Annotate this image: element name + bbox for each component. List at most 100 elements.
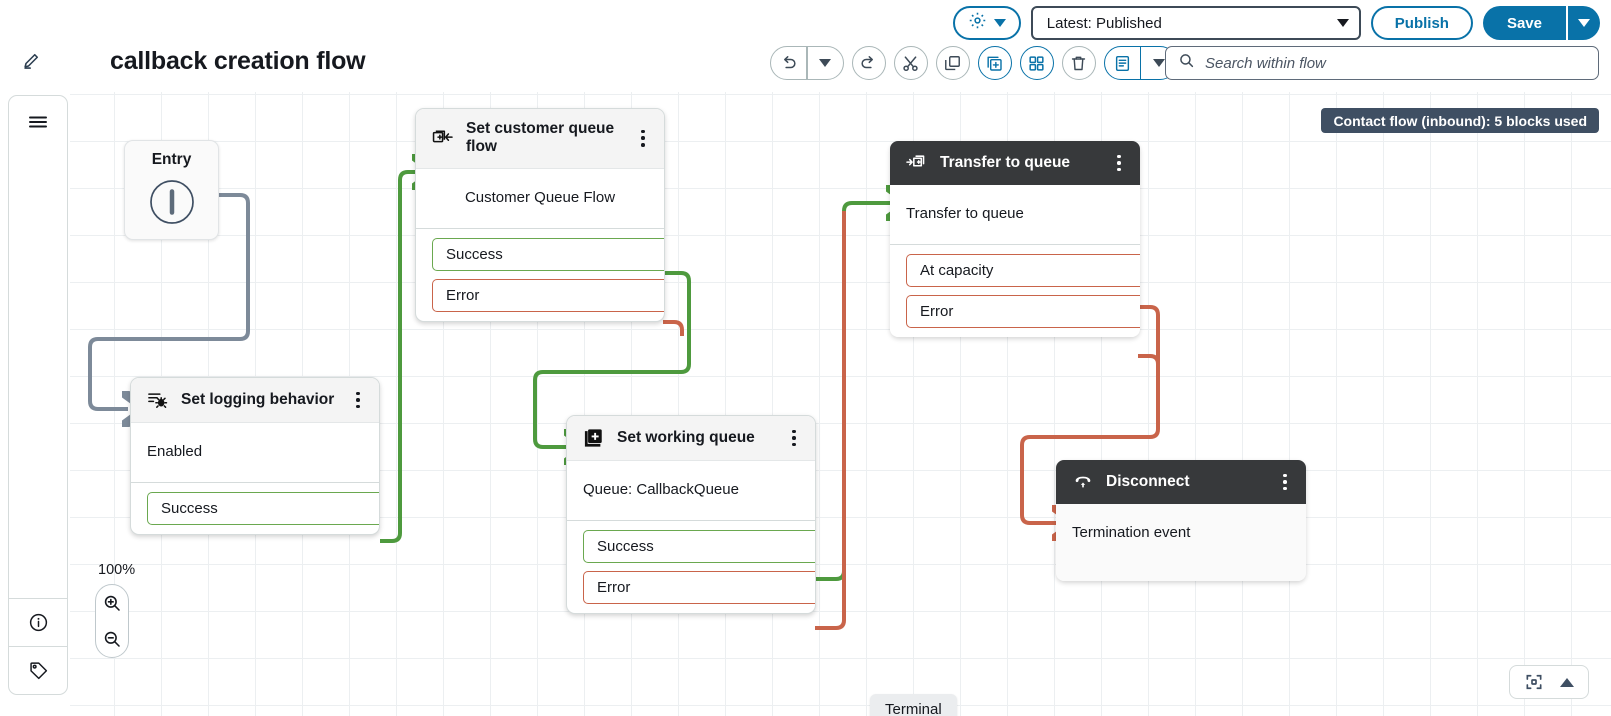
node-header[interactable]: Transfer to queue	[890, 141, 1140, 185]
node-header[interactable]: Set customer queue flow	[416, 109, 664, 169]
node-header[interactable]: Set working queue	[567, 416, 815, 461]
edge-entry-to-logging	[88, 193, 250, 409]
port-error[interactable]: Error	[432, 278, 664, 312]
set-working-queue-icon	[583, 427, 605, 449]
node-body: Queue: CallbackQueue	[583, 481, 739, 498]
logging-bug-icon	[147, 389, 169, 411]
grid-button[interactable]	[1019, 46, 1054, 80]
set-queue-flow-icon	[432, 127, 454, 149]
node-entry[interactable]: Entry	[124, 140, 219, 240]
node-body: Customer Queue Flow	[464, 188, 616, 206]
node-transfer-to-queue[interactable]: Transfer to queue Transfer to queue At c…	[890, 141, 1140, 337]
paste-button[interactable]	[977, 46, 1012, 80]
node-ports: At capacity Error	[890, 244, 1140, 337]
redo-button[interactable]	[851, 46, 886, 80]
zoom-out-button[interactable]	[95, 621, 129, 657]
edge-customer-queue-flow-error	[663, 320, 684, 336]
node-body: Transfer to queue	[890, 185, 1140, 244]
node-title: Disconnect	[1106, 472, 1190, 490]
node-menu-button[interactable]	[785, 429, 803, 447]
node-ports: Success Error	[416, 227, 664, 321]
flow-canvas[interactable]: Entry Set customer queue flow Customer Q…	[70, 92, 1611, 716]
flow-name-input[interactable]	[44, 44, 110, 78]
hamburger-menu-button[interactable]	[9, 96, 67, 148]
node-header[interactable]: Set logging behavior	[131, 378, 379, 423]
notes-button[interactable]	[1105, 47, 1140, 79]
port-success[interactable]: Success	[583, 530, 815, 563]
version-select[interactable]: Latest: Published	[1030, 6, 1361, 40]
notes-dropdown-button[interactable]	[1141, 47, 1176, 79]
node-title: Set working queue	[617, 428, 755, 446]
canvas-view-controls	[1509, 665, 1589, 699]
save-button[interactable]: Save	[1482, 6, 1566, 40]
port-error[interactable]: Error	[906, 295, 1140, 328]
node-ports: Success	[131, 482, 379, 534]
zoom-control: 100%	[95, 562, 135, 658]
left-rail	[8, 95, 68, 695]
flow-title-area: callback creation flow	[18, 44, 366, 78]
chevron-down-icon	[1578, 19, 1590, 27]
edge-layer	[88, 92, 1160, 630]
terminal-chip[interactable]: Terminal	[870, 694, 957, 716]
search-placeholder: Search within flow	[1205, 54, 1326, 72]
node-body: Termination event	[1056, 504, 1306, 581]
node-set-customer-queue-flow[interactable]: Set customer queue flow Customer Queue F…	[415, 108, 665, 322]
node-menu-button[interactable]	[349, 391, 367, 409]
status-badge: Contact flow (inbound): 5 blocks used	[1321, 108, 1599, 133]
port-success[interactable]: Success	[432, 237, 664, 271]
notes-button-group[interactable]	[1103, 46, 1178, 80]
port-at-capacity[interactable]: At capacity	[906, 254, 1140, 287]
info-button[interactable]	[9, 598, 67, 646]
node-menu-button[interactable]	[1110, 154, 1128, 172]
undo-dropdown-button[interactable]	[808, 47, 843, 79]
top-bar: Latest: Published Publish Save	[0, 0, 1611, 46]
node-title: Set logging behavior	[181, 390, 335, 408]
settings-button[interactable]	[952, 6, 1021, 40]
chevron-down-icon	[993, 19, 1006, 27]
delete-button[interactable]	[1061, 46, 1096, 80]
version-select-value: Latest: Published	[1046, 14, 1162, 32]
divider	[806, 47, 808, 79]
port-success[interactable]: Success	[147, 492, 379, 525]
node-header[interactable]: Disconnect	[1056, 460, 1306, 504]
node-entry-label: Entry	[151, 151, 192, 168]
edge-logging-success-to-customer-queue-flow	[380, 172, 418, 543]
node-set-logging-behavior[interactable]: Set logging behavior Enabled Success	[130, 377, 380, 535]
triangle-up-icon	[1560, 677, 1574, 687]
node-title: Set customer queue flow	[466, 120, 615, 156]
edge-customer-queue-flow-success-to-working-queue	[533, 271, 691, 447]
undo-button[interactable]	[771, 47, 806, 79]
transfer-queue-icon	[906, 152, 928, 174]
node-disconnect[interactable]: Disconnect Termination event	[1056, 460, 1306, 581]
publish-button[interactable]: Publish	[1370, 6, 1473, 40]
undo-button-group[interactable]	[770, 46, 844, 80]
top-bar-actions: Latest: Published Publish Save	[952, 6, 1600, 40]
flow-toolbar	[770, 46, 1178, 80]
copy-button[interactable]	[935, 46, 970, 80]
chevron-down-icon	[1336, 19, 1349, 27]
fit-to-screen-button[interactable]	[1524, 672, 1544, 692]
save-button-group: Save	[1482, 6, 1600, 40]
chevron-down-icon	[1152, 59, 1165, 67]
node-menu-button[interactable]	[1276, 473, 1294, 491]
node-menu-button[interactable]	[634, 129, 652, 147]
cut-button[interactable]	[893, 46, 928, 80]
zoom-level-label: 100%	[98, 562, 136, 578]
gear-icon	[968, 11, 987, 35]
chevron-down-icon	[819, 59, 832, 67]
search-icon	[1178, 52, 1195, 74]
node-ports: Success Error	[567, 520, 815, 613]
save-dropdown-button[interactable]	[1566, 6, 1600, 40]
port-error[interactable]: Error	[583, 571, 815, 604]
divider	[1139, 47, 1142, 79]
zoom-buttons	[95, 584, 129, 658]
node-set-working-queue[interactable]: Set working queue Queue: CallbackQueue S…	[566, 415, 816, 614]
page-title: callback creation flow	[110, 46, 366, 75]
search-input[interactable]: Search within flow	[1165, 46, 1599, 80]
pencil-icon[interactable]	[18, 48, 44, 74]
node-body: Enabled	[147, 443, 203, 460]
expand-panel-button[interactable]	[1560, 677, 1574, 687]
entry-connector-icon[interactable]	[143, 173, 201, 231]
zoom-in-button[interactable]	[95, 585, 129, 621]
tag-button[interactable]	[9, 646, 67, 694]
